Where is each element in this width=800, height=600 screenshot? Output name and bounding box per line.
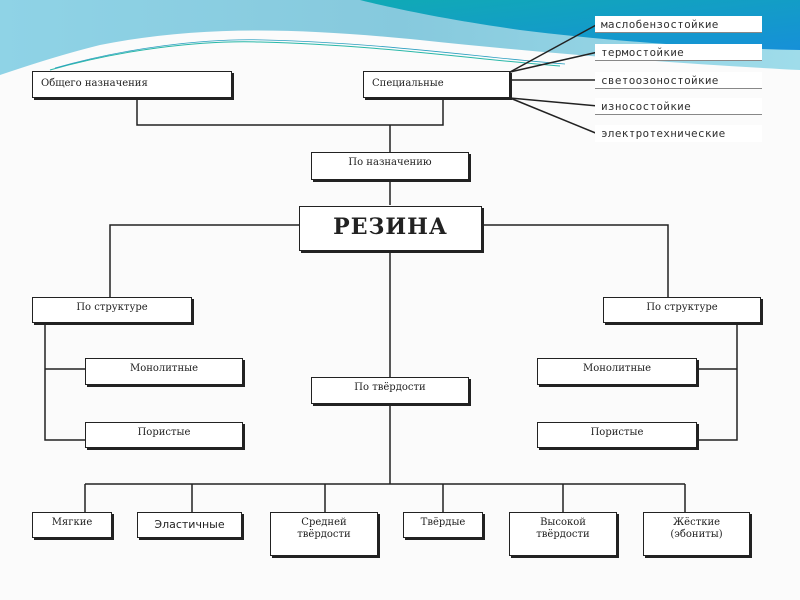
special-type-light-ozone-resistant: светоозоностойкие — [595, 72, 762, 89]
node-monolithic-left: Монолитные — [85, 358, 243, 385]
node-medium-hard: Средней твёрдости — [270, 512, 378, 556]
node-root-label: РЕЗИНА — [333, 214, 448, 240]
node-high-hard: Высокой твёрдости — [509, 512, 617, 556]
node-hard: Твёрдые — [403, 512, 483, 538]
special-type-label: износостойкие — [601, 100, 691, 113]
node-porous-right: Пористые — [537, 422, 697, 448]
special-type-oil-petrol-resistant: маслобензостойкие — [595, 16, 762, 33]
node-soft-label: Мягкие — [51, 517, 93, 528]
special-type-wear-resistant: износостойкие — [595, 98, 762, 115]
node-rigid-ebonite-label: Жёсткие (эбониты) — [670, 517, 723, 540]
node-soft: Мягкие — [32, 512, 112, 538]
node-porous-left: Пористые — [85, 422, 243, 448]
node-elastic-label: Эластичные — [154, 518, 225, 531]
special-type-label: термостойкие — [601, 46, 685, 59]
node-by-hardness: По твёрдости — [311, 377, 469, 404]
special-type-label: светоозоностойкие — [601, 74, 719, 87]
special-type-label: маслобензостойкие — [601, 18, 719, 31]
node-monolithic-left-label: Монолитные — [129, 363, 199, 374]
node-by-purpose: По назначению — [311, 152, 469, 180]
node-by-structure-right-label: По структуре — [646, 302, 718, 313]
node-special-label: Специальные — [372, 78, 444, 89]
node-special: Специальные — [363, 71, 510, 98]
special-type-heat-resistant: термостойкие — [595, 44, 762, 61]
node-general-purpose: Общего назначения — [32, 71, 232, 98]
node-high-hard-label: Высокой твёрдости — [536, 517, 590, 540]
special-type-label: электротехнические — [601, 127, 726, 140]
node-medium-hard-label: Средней твёрдости — [297, 517, 351, 540]
node-by-hardness-label: По твёрдости — [354, 382, 426, 393]
node-hard-label: Твёрдые — [420, 517, 466, 528]
special-type-electrotechnical: электротехнические — [595, 125, 762, 142]
node-porous-left-label: Пористые — [137, 427, 191, 438]
node-by-purpose-label: По назначению — [348, 157, 432, 168]
node-by-structure-left: По структуре — [32, 297, 192, 323]
node-rigid-ebonite: Жёсткие (эбониты) — [643, 512, 750, 556]
node-by-structure-right: По структуре — [603, 297, 761, 323]
node-monolithic-right-label: Монолитные — [582, 363, 652, 374]
node-monolithic-right: Монолитные — [537, 358, 697, 385]
node-elastic: Эластичные — [137, 512, 242, 538]
node-general-purpose-label: Общего назначения — [41, 78, 148, 89]
node-by-structure-left-label: По структуре — [76, 302, 148, 313]
node-porous-right-label: Пористые — [590, 427, 644, 438]
node-root-rubber: РЕЗИНА — [299, 206, 482, 251]
